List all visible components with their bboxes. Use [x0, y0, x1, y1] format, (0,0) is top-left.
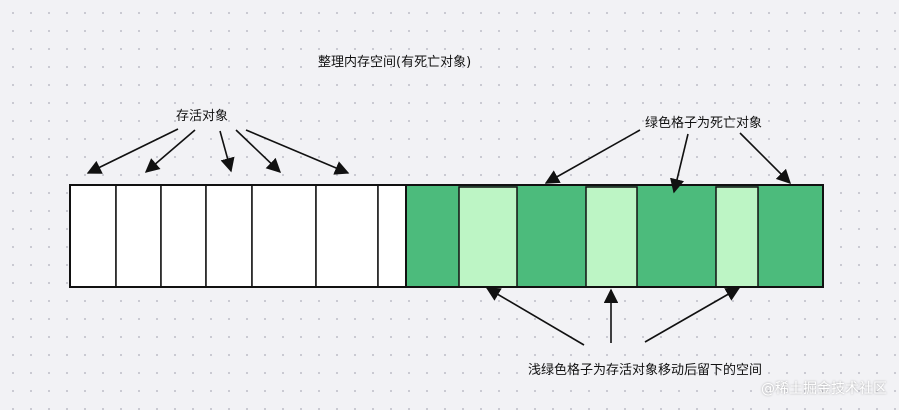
arrow — [739, 132, 792, 185]
arrow — [86, 128, 179, 174]
live-object-cell — [315, 184, 379, 288]
live-object-cell — [205, 184, 253, 288]
arrow — [245, 129, 350, 175]
memory-outline — [69, 184, 824, 288]
moved-space-label: 浅绿色格子为存活对象移动后留下的空间 — [528, 363, 763, 378]
live-region — [69, 184, 407, 288]
live-objects-label: 存活对象 — [176, 109, 229, 124]
live-object-cell — [115, 184, 162, 288]
arrow — [485, 287, 585, 346]
live-object-cell — [251, 184, 317, 288]
dead-objects-label: 绿色格子为死亡对象 — [645, 116, 763, 131]
diagram-title: 整理内存空间(有死亡对象) — [318, 55, 472, 70]
freed-space-cell — [458, 186, 518, 288]
dead-arrows — [544, 129, 792, 194]
dead-region — [69, 184, 824, 288]
freed-space-cell — [715, 186, 759, 288]
arrow — [544, 129, 641, 184]
arrow — [219, 130, 235, 173]
arrow — [644, 287, 741, 343]
live-arrows — [86, 128, 350, 175]
watermark: @稀土掘金技术社区 — [761, 381, 887, 397]
live-object-cell — [160, 184, 207, 288]
live-object-cell — [69, 184, 117, 288]
arrow — [670, 133, 689, 194]
live-object-cell — [377, 184, 407, 288]
arrow — [235, 129, 282, 173]
freed-space-cell — [585, 186, 638, 288]
arrow — [144, 129, 196, 173]
moved-arrows — [485, 287, 741, 346]
